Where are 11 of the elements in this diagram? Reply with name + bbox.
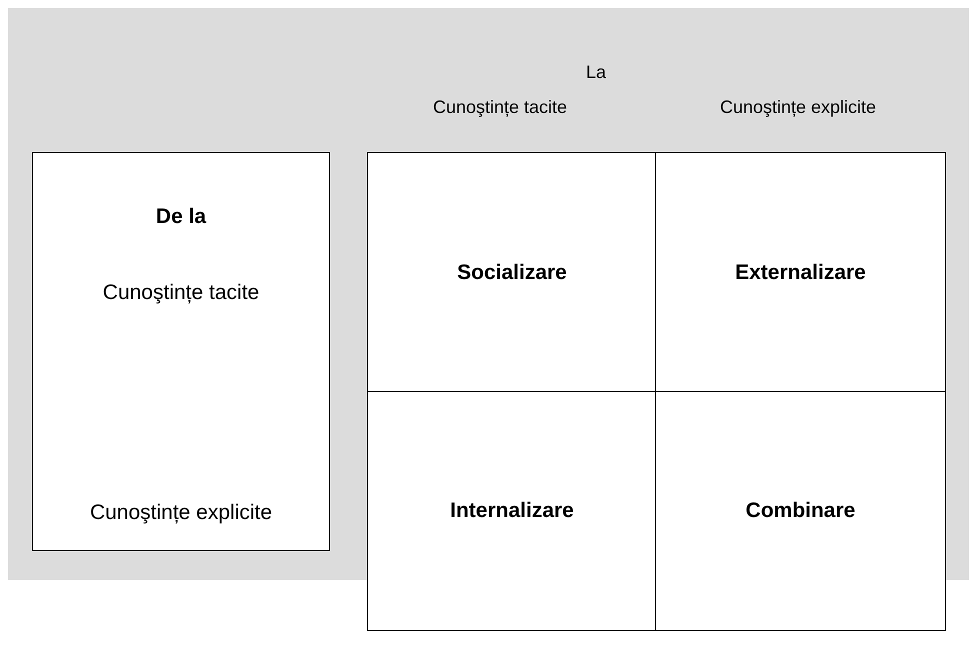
- panel-heading: De la: [156, 205, 206, 229]
- quadrant: Internalizare: [367, 391, 657, 631]
- row-label: Cunoştințe explicite: [90, 501, 272, 525]
- quadrant: Externalizare: [655, 152, 946, 393]
- quadrant: Socializare: [367, 152, 657, 393]
- column-label: Cunoştințe tacite: [432, 97, 568, 118]
- column-label: Cunoştințe explicite: [720, 97, 876, 118]
- axis-heading: La: [586, 62, 606, 83]
- row-header-panel: [32, 152, 330, 551]
- row-label: Cunoştințe tacite: [102, 281, 260, 305]
- quadrant: Combinare: [655, 391, 946, 631]
